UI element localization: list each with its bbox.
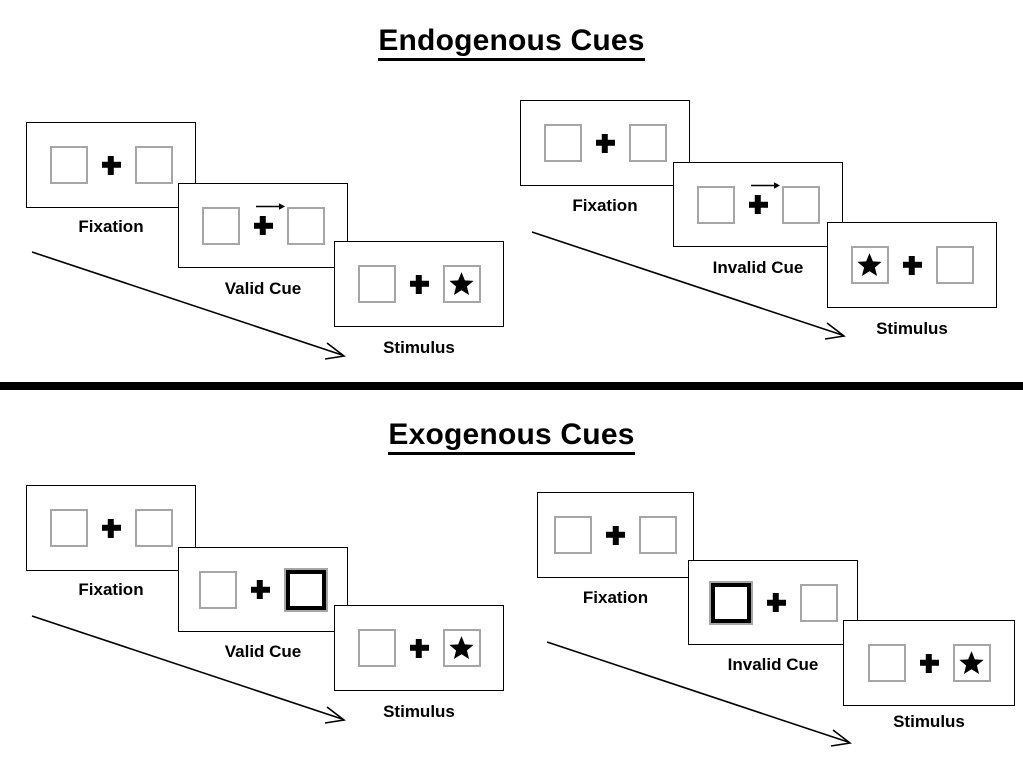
box-left (201, 206, 240, 245)
step-label-exogenous-invalid-fixation: Fixation (582, 588, 649, 607)
box-right (286, 206, 325, 245)
box-left-cued (708, 580, 753, 625)
box-left (696, 185, 735, 224)
section-title-exogenous-text: Exogenous Cues (388, 418, 635, 455)
panel-endogenous-invalid-fixation (520, 100, 690, 186)
fixation-cross-icon (606, 526, 625, 545)
panel-endogenous-invalid-cue (673, 162, 843, 247)
panel-inner (357, 629, 481, 667)
section-title-endogenous-text: Endogenous Cues (378, 24, 645, 61)
panel-inner (201, 203, 325, 245)
box-right (639, 516, 677, 554)
box-left (554, 516, 592, 554)
step-label-endogenous-invalid-fixation: Fixation (572, 196, 638, 215)
box-left (49, 509, 88, 547)
black-star-icon (958, 650, 985, 676)
panel-exogenous-invalid-stimulus (843, 620, 1015, 706)
panel-exogenous-valid-stimulus (334, 605, 504, 691)
fixation-cross-icon (767, 593, 786, 612)
box-right-with-target (442, 629, 481, 667)
box-left (867, 644, 906, 682)
panel-inner (696, 182, 820, 224)
panel-exogenous-invalid-cue (688, 560, 858, 645)
box-right-with-target (442, 265, 481, 303)
right-arrow-icon (255, 199, 285, 212)
fixation-cross-icon (251, 580, 270, 599)
panel-inner (554, 516, 677, 554)
fixation-cross-icon (410, 275, 429, 294)
fixation-cross-icon (749, 182, 780, 214)
black-star-icon (856, 252, 883, 278)
panel-endogenous-valid-stimulus (334, 241, 504, 327)
box-left-with-target (850, 246, 889, 284)
box-left (543, 124, 582, 162)
panel-inner (543, 124, 667, 162)
step-label-endogenous-invalid-cue: Invalid Cue (712, 258, 804, 277)
fixation-cross-icon (102, 156, 121, 175)
right-arrow-icon (750, 178, 780, 191)
panel-exogenous-invalid-fixation (537, 492, 694, 578)
step-label-endogenous-valid-cue: Valid Cue (224, 279, 302, 298)
box-right (935, 246, 974, 284)
step-label-exogenous-valid-fixation: Fixation (78, 580, 144, 599)
box-right (799, 583, 838, 622)
step-label-endogenous-valid-fixation: Fixation (78, 217, 144, 236)
panel-exogenous-valid-cue (178, 547, 348, 632)
panel-endogenous-valid-fixation (26, 122, 196, 208)
panel-inner (708, 580, 838, 625)
black-star-icon (448, 635, 475, 661)
box-right-cued (283, 567, 328, 612)
panel-inner (49, 509, 173, 547)
black-star-icon (448, 271, 475, 297)
section-title-exogenous: Exogenous Cues (0, 418, 1023, 455)
box-left (49, 146, 88, 184)
section-title-endogenous: Endogenous Cues (0, 24, 1023, 61)
fixation-cross-icon (596, 134, 615, 153)
box-left (198, 570, 237, 609)
fixation-cross-icon (254, 203, 285, 235)
panel-inner (867, 644, 991, 682)
panel-inner (850, 246, 974, 284)
panel-inner (198, 567, 328, 612)
fixation-cross-icon (920, 654, 939, 673)
panel-exogenous-valid-fixation (26, 485, 196, 571)
box-right (628, 124, 667, 162)
fixation-cross-icon (903, 256, 922, 275)
box-right (134, 509, 173, 547)
step-label-endogenous-valid-stimulus: Stimulus (383, 338, 455, 357)
fixation-cross-icon (410, 639, 429, 658)
box-left (357, 629, 396, 667)
panel-inner (49, 146, 173, 184)
step-label-exogenous-invalid-cue: Invalid Cue (727, 655, 819, 674)
fixation-cross-icon (102, 519, 121, 538)
step-label-exogenous-valid-stimulus: Stimulus (383, 702, 455, 721)
step-label-endogenous-invalid-stimulus: Stimulus (876, 319, 948, 338)
panel-endogenous-valid-cue (178, 183, 348, 268)
panel-inner (357, 265, 481, 303)
box-right-with-target (952, 644, 991, 682)
step-label-exogenous-valid-cue: Valid Cue (224, 642, 302, 661)
panel-endogenous-invalid-stimulus (827, 222, 997, 308)
box-right (134, 146, 173, 184)
section-divider (0, 382, 1023, 390)
box-left (357, 265, 396, 303)
step-label-exogenous-invalid-stimulus: Stimulus (893, 712, 965, 731)
box-right (781, 185, 820, 224)
